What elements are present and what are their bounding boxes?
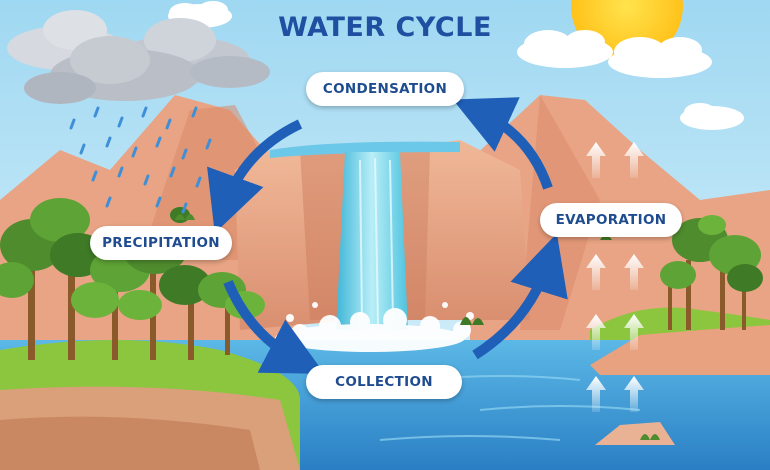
trees-right xyxy=(660,215,763,330)
cycle-arrows xyxy=(207,97,568,374)
cloud-right-1 xyxy=(517,30,613,68)
waterfall xyxy=(336,152,408,330)
evaporation-arrows xyxy=(586,142,644,412)
label-condensation: CONDENSATION xyxy=(306,72,464,106)
rain-drops xyxy=(69,106,212,214)
cloud-right-small xyxy=(680,103,744,130)
cliff-right xyxy=(385,140,530,320)
arrow-collection-to-evaporation xyxy=(472,233,568,360)
up-arrow-icon xyxy=(586,376,606,412)
up-arrow-icon xyxy=(586,142,606,178)
rain-cloud xyxy=(7,10,270,104)
up-arrow-icon xyxy=(586,314,606,350)
arrow-condensation-to-precipitation xyxy=(207,119,303,234)
up-arrow-icon xyxy=(624,254,644,290)
label-precipitation: PRECIPITATION xyxy=(90,226,232,260)
cliff-left xyxy=(235,150,360,330)
up-arrow-icon xyxy=(624,376,644,412)
label-evaporation: EVAPORATION xyxy=(540,203,682,237)
up-arrow-icon xyxy=(586,254,606,290)
arrow-precipitation-to-collection xyxy=(223,280,325,374)
arrow-evaporation-to-condensation xyxy=(452,97,553,190)
up-arrow-icon xyxy=(624,314,644,350)
label-collection: COLLECTION xyxy=(306,365,462,399)
diagram-title: WATER CYCLE xyxy=(278,12,492,43)
cloud-right-2 xyxy=(608,37,712,78)
up-arrow-icon xyxy=(624,142,644,178)
